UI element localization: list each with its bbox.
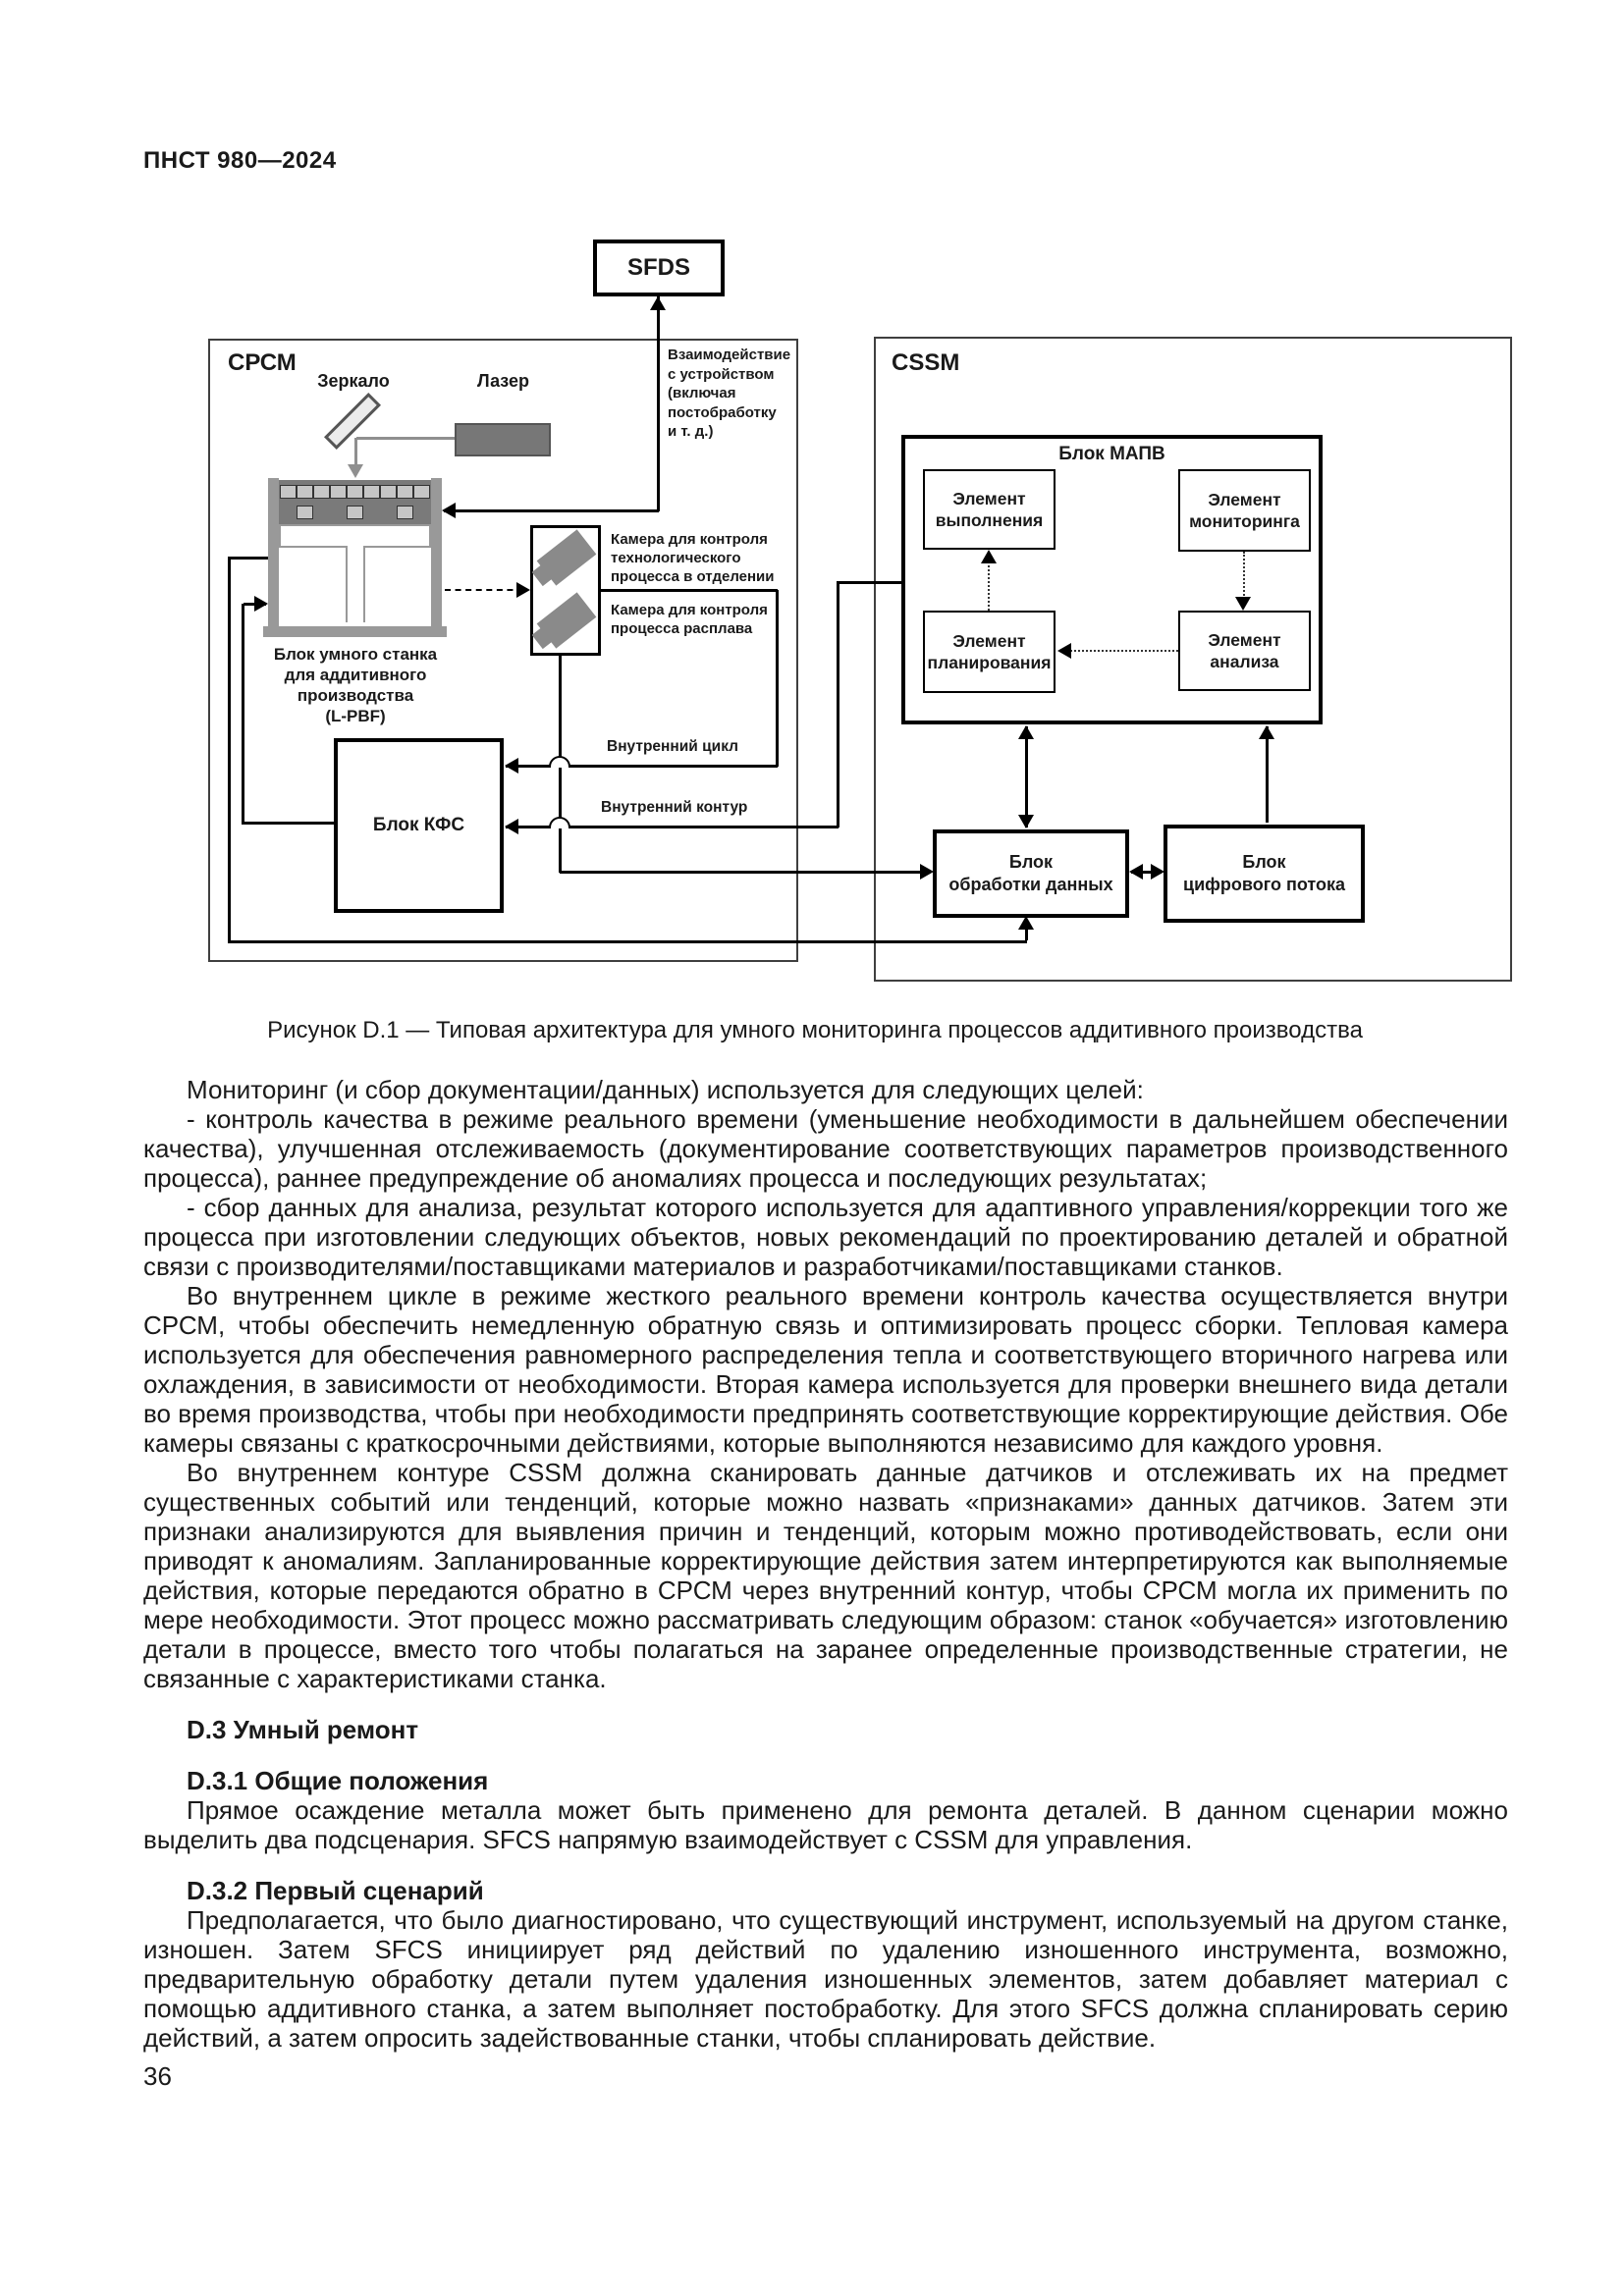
arrow-digitalflow-into-mapv <box>1259 725 1274 739</box>
arrow-into-dataproc-right <box>1129 864 1143 880</box>
paragraph: Мониторинг (и сбор документации/данных) … <box>187 1075 1144 1104</box>
paragraph: - контроль качества в режиме реального в… <box>143 1104 1508 1193</box>
powder-bed <box>279 480 431 524</box>
device-interaction-note: Взаимодействие с устройством (включая по… <box>668 347 791 440</box>
arrow-kfs-into-machine <box>254 596 268 612</box>
mirror-label: Зеркало <box>317 371 390 391</box>
laser-beam-arrow <box>348 464 363 478</box>
figure-caption: Рисунок D.1 — Типовая архитектура для ум… <box>267 1017 1363 1043</box>
laser-icon <box>455 423 551 456</box>
machine-out-line <box>229 557 268 560</box>
doc-number: ПНСТ 980—2024 <box>143 147 337 174</box>
paragraph: Прямое осаждение металла может быть прим… <box>143 1795 1508 1854</box>
line-hop-cycle <box>549 756 570 768</box>
camera-melt-label: Камера для контроля процесса расплава <box>611 602 768 637</box>
arrow-into-dataproc-bottom <box>1018 916 1034 930</box>
build-platform <box>279 524 431 548</box>
platform-stem <box>346 546 365 622</box>
machine-left-wall <box>268 478 279 636</box>
line-hop-contour <box>549 817 570 828</box>
cssm-box <box>874 337 1512 982</box>
kfs-left-line <box>242 822 334 825</box>
dashed-machine-camera <box>445 589 523 591</box>
inner-cycle-label: Внутренний цикл <box>607 738 738 755</box>
dotted-analysis-planning <box>1059 650 1178 652</box>
machine-label: Блок умного станка для аддитивного произ… <box>273 645 438 725</box>
inner-contour-label: Внутренний контур <box>601 799 748 816</box>
contour-line <box>506 826 839 828</box>
srsm-label: СРСМ <box>228 349 297 376</box>
arrow-into-digitalflow-left <box>1151 864 1164 880</box>
body-text: Мониторинг (и сбор документации/данных) … <box>143 1075 1508 2053</box>
machine-base <box>263 626 447 637</box>
mapv-dataproc-line <box>1025 726 1028 828</box>
sfds-label: SFDS <box>626 254 690 281</box>
arrow-into-sfds <box>650 296 666 310</box>
contour-line-vertical <box>837 581 839 828</box>
paragraph: Предполагается, что было диагностировано… <box>143 1905 1508 2053</box>
cycle-line-top <box>601 589 778 592</box>
kfs-left-vertical <box>242 604 244 824</box>
arrow-into-dataproc-top <box>1018 815 1034 828</box>
figure-d1-diagram: СРСМ CSSM SFDS Взаимодействие с устройст… <box>0 0 1624 1011</box>
paragraph: Во внутреннем цикле в режиме жесткого ре… <box>143 1281 1508 1458</box>
sfds-box: SFDS <box>593 240 725 296</box>
line-sfds-vertical <box>657 296 660 511</box>
mapv-label: Блок МАПВ <box>1058 444 1165 464</box>
arrow-cycle-into-kfs <box>505 758 518 774</box>
kfs-label: Блок КФС <box>372 815 465 835</box>
meltcam-line-horizontal <box>560 871 923 874</box>
digitalflow-mapv-line <box>1266 726 1269 823</box>
laser-beam-vertical <box>354 438 357 467</box>
page-number: 36 <box>143 2061 172 2091</box>
paragraph: - сбор данных для анализа, результат кот… <box>143 1193 1508 1281</box>
bottom-long-line <box>228 940 1027 943</box>
cssm-label: CSSM <box>892 349 960 376</box>
arrow-into-camera-box <box>516 582 530 598</box>
cycle-line-right <box>776 590 779 767</box>
machine-out-vertical <box>228 557 231 942</box>
arrow-into-planning <box>1057 643 1071 659</box>
laser-label: Лазер <box>476 371 530 391</box>
paragraph: Во внутреннем контуре CSSM должна сканир… <box>143 1458 1508 1693</box>
dotted-monitoring-analysis <box>1243 552 1245 607</box>
contour-line-top <box>837 581 901 584</box>
arrow-contour-into-kfs <box>505 819 518 834</box>
line-sfds-horizontal <box>444 509 659 512</box>
heading-d3: D.3 Умный ремонт <box>187 1715 419 1744</box>
heading-d32: D.3.2 Первый сценарий <box>187 1876 484 1905</box>
arrow-into-machine-right <box>442 503 456 518</box>
arrow-into-dataproc-left <box>920 864 934 880</box>
bottom-up-line <box>1025 920 1028 940</box>
kfs-box: Блок КФС <box>334 738 504 913</box>
laser-beam-horizontal <box>356 437 455 440</box>
arrow-into-analysis <box>1235 597 1251 611</box>
camera-process-label: Камера для контроля технологического про… <box>611 531 775 585</box>
cycle-line-bottom <box>506 765 778 768</box>
arrow-into-execution <box>981 550 997 563</box>
heading-d31: D.3.1 Общие положения <box>187 1766 489 1795</box>
dotted-planning-execution <box>988 554 990 611</box>
dataproc-digitalflow-line <box>1131 871 1162 874</box>
arrow-into-mapv-bottom <box>1018 725 1034 739</box>
srsm-box <box>208 339 798 962</box>
machine-right-wall <box>431 478 442 636</box>
